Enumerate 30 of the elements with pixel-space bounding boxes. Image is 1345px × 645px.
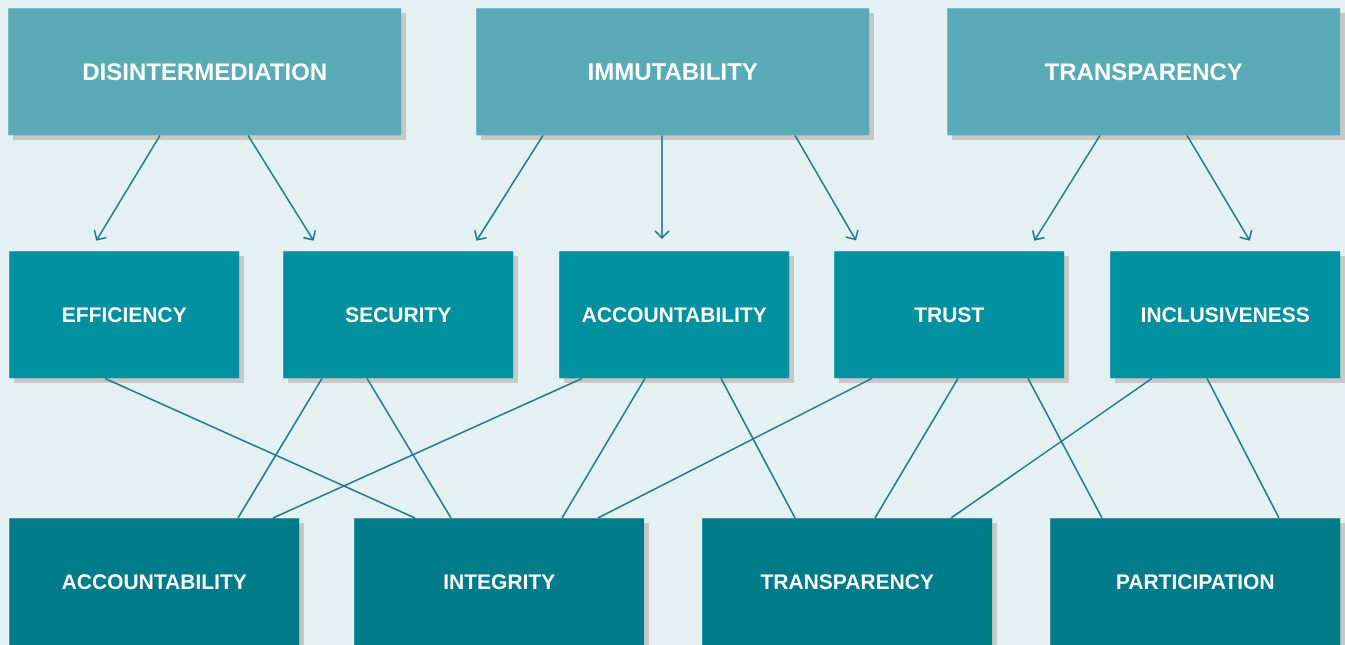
benefit-box: ACCOUNTABILITY [559,251,794,383]
benefit-box: SECURITY [283,251,518,383]
connector [1031,134,1101,241]
feature-box: DISINTERMEDIATION [8,8,406,140]
value-box: PARTICIPATION [1050,518,1345,645]
connector [874,377,959,519]
connector [93,134,161,241]
connector [950,377,1153,519]
feature-box: IMMUTABILITY [476,8,874,140]
connector [794,134,859,241]
feature-box: TRANSPARENCY [947,8,1345,140]
value-box: ACCOUNTABILITY [9,518,304,645]
value-box: TRANSPARENCY [702,518,997,645]
value-box: INTEGRITY [354,518,649,645]
connector [1206,377,1280,519]
connector [104,377,416,519]
connector [272,377,583,519]
benefit-box: INCLUSIVENESS [1110,251,1345,383]
connector [597,377,873,519]
connector [247,134,317,241]
connector [1027,377,1103,519]
connector [366,377,452,519]
connector [561,377,646,519]
benefit-box: EFFICIENCY [9,251,244,383]
connector [720,377,796,519]
connector [654,134,670,239]
connector [1186,134,1253,241]
benefit-box: TRUST [834,251,1069,383]
connector [474,134,544,241]
connector [237,377,323,519]
